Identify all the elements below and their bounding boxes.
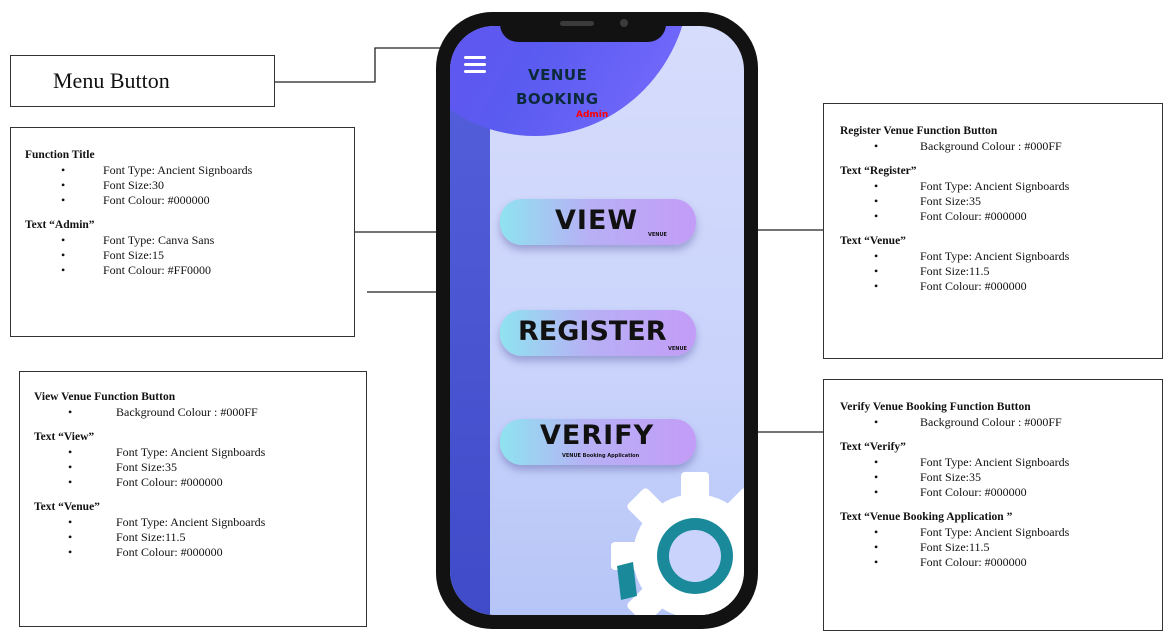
menu-button-callout: Menu Button — [10, 55, 275, 107]
camera-icon — [620, 19, 628, 27]
callout-list: Background Colour : #000FF — [840, 415, 1146, 430]
callout-item: Font Type: Ancient Signboards — [840, 525, 1146, 540]
callout-item: Font Size:11.5 — [840, 540, 1146, 555]
speaker-grille — [560, 21, 594, 26]
register-button-sublabel: VENUE — [668, 346, 687, 352]
phone-mockup: VENUE BOOKING Admin VIEW VENUE REGISTER … — [436, 12, 758, 629]
view-button-sublabel: VENUE — [648, 232, 667, 238]
callout-list: Font Type: Ancient Signboards Font Size:… — [840, 179, 1146, 224]
callout-list: Background Colour : #000FF — [840, 139, 1146, 154]
callout-item: Font Colour: #000000 — [34, 545, 352, 560]
view-venue-button[interactable]: VIEW VENUE — [500, 199, 696, 245]
phone-notch — [500, 12, 666, 42]
phone-screen: VENUE BOOKING Admin VIEW VENUE REGISTER … — [450, 26, 744, 615]
hamburger-menu-icon[interactable] — [464, 56, 486, 74]
callout-item: Font Size:11.5 — [34, 530, 352, 545]
callout-item: Font Size:35 — [840, 470, 1146, 485]
gear-icon — [611, 472, 744, 615]
verify-booking-callout: Verify Venue Booking Function Button Bac… — [823, 379, 1163, 631]
app-title-line-1: VENUE — [528, 66, 588, 84]
callout-item: Font Type: Ancient Signboards — [840, 455, 1146, 470]
callout-list: Font Type: Ancient Signboards Font Size:… — [840, 525, 1146, 570]
callout-item: Font Size:35 — [34, 460, 352, 475]
callout-item: Font Colour: #000000 — [840, 555, 1146, 570]
callout-item: Font Type: Ancient Signboards — [840, 249, 1146, 264]
register-button-label: REGISTER — [518, 316, 667, 347]
callout-heading: Register Venue Function Button — [840, 125, 998, 137]
callout-list: Font Type: Canva Sans Font Size:15 Font … — [25, 233, 340, 278]
callout-heading: View Venue Function Button — [34, 391, 176, 403]
callout-list: Font Type: Ancient Signboards Font Size:… — [34, 515, 352, 560]
callout-item: Font Size:11.5 — [840, 264, 1146, 279]
callout-item: Font Size:30 — [25, 178, 340, 193]
callout-item: Font Colour: #000000 — [25, 193, 340, 208]
callout-heading: Verify Venue Booking Function Button — [840, 401, 1031, 413]
verify-button-sublabel: VENUE Booking Application — [562, 453, 640, 459]
app-title-line-2: BOOKING — [516, 90, 599, 108]
view-venue-callout: View Venue Function Button Background Co… — [19, 371, 367, 627]
register-venue-callout: Register Venue Function Button Backgroun… — [823, 103, 1163, 359]
callout-item: Font Size:15 — [25, 248, 340, 263]
callout-item: Font Colour: #000000 — [840, 209, 1146, 224]
callout-item: Font Colour: #FF0000 — [25, 263, 340, 278]
callout-item: Font Colour: #000000 — [840, 485, 1146, 500]
callout-item: Font Type: Canva Sans — [25, 233, 340, 248]
callout-heading: Function Title — [25, 149, 95, 161]
callout-item: Font Type: Ancient Signboards — [25, 163, 340, 178]
callout-item: Background Colour : #000FF — [34, 405, 352, 420]
callout-subheading: Text “Admin” — [25, 219, 95, 231]
callout-item: Background Colour : #000FF — [840, 139, 1146, 154]
callout-list: Font Type: Ancient Signboards Font Size:… — [840, 249, 1146, 294]
admin-label: Admin — [576, 110, 609, 120]
register-venue-button[interactable]: REGISTER VENUE — [500, 310, 696, 356]
callout-subheading: Text “Venue” — [840, 235, 906, 247]
callout-item: Font Type: Ancient Signboards — [840, 179, 1146, 194]
callout-subheading: Text “Verify” — [840, 441, 906, 453]
view-button-label: VIEW — [555, 205, 639, 236]
callout-item: Font Colour: #000000 — [840, 279, 1146, 294]
callout-list: Font Type: Ancient Signboards Font Size:… — [840, 455, 1146, 500]
callout-subheading: Text “Register” — [840, 165, 917, 177]
callout-item: Font Type: Ancient Signboards — [34, 515, 352, 530]
callout-item: Font Size:35 — [840, 194, 1146, 209]
function-title-callout: Function Title Font Type: Ancient Signbo… — [10, 127, 355, 337]
callout-item: Background Colour : #000FF — [840, 415, 1146, 430]
callout-list: Background Colour : #000FF — [34, 405, 352, 420]
verify-booking-button[interactable]: VERIFY VENUE Booking Application — [500, 419, 696, 465]
callout-list: Font Type: Ancient Signboards Font Size:… — [25, 163, 340, 208]
callout-subheading: Text “View” — [34, 431, 95, 443]
menu-connector-line — [275, 47, 470, 83]
verify-button-label: VERIFY — [540, 420, 655, 451]
callout-item: Font Type: Ancient Signboards — [34, 445, 352, 460]
callout-subheading: Text “Venue Booking Application ” — [840, 511, 1013, 523]
callout-list: Font Type: Ancient Signboards Font Size:… — [34, 445, 352, 490]
callout-subheading: Text “Venue” — [34, 501, 100, 513]
callout-item: Font Colour: #000000 — [34, 475, 352, 490]
menu-callout-label: Menu Button — [53, 68, 170, 93]
